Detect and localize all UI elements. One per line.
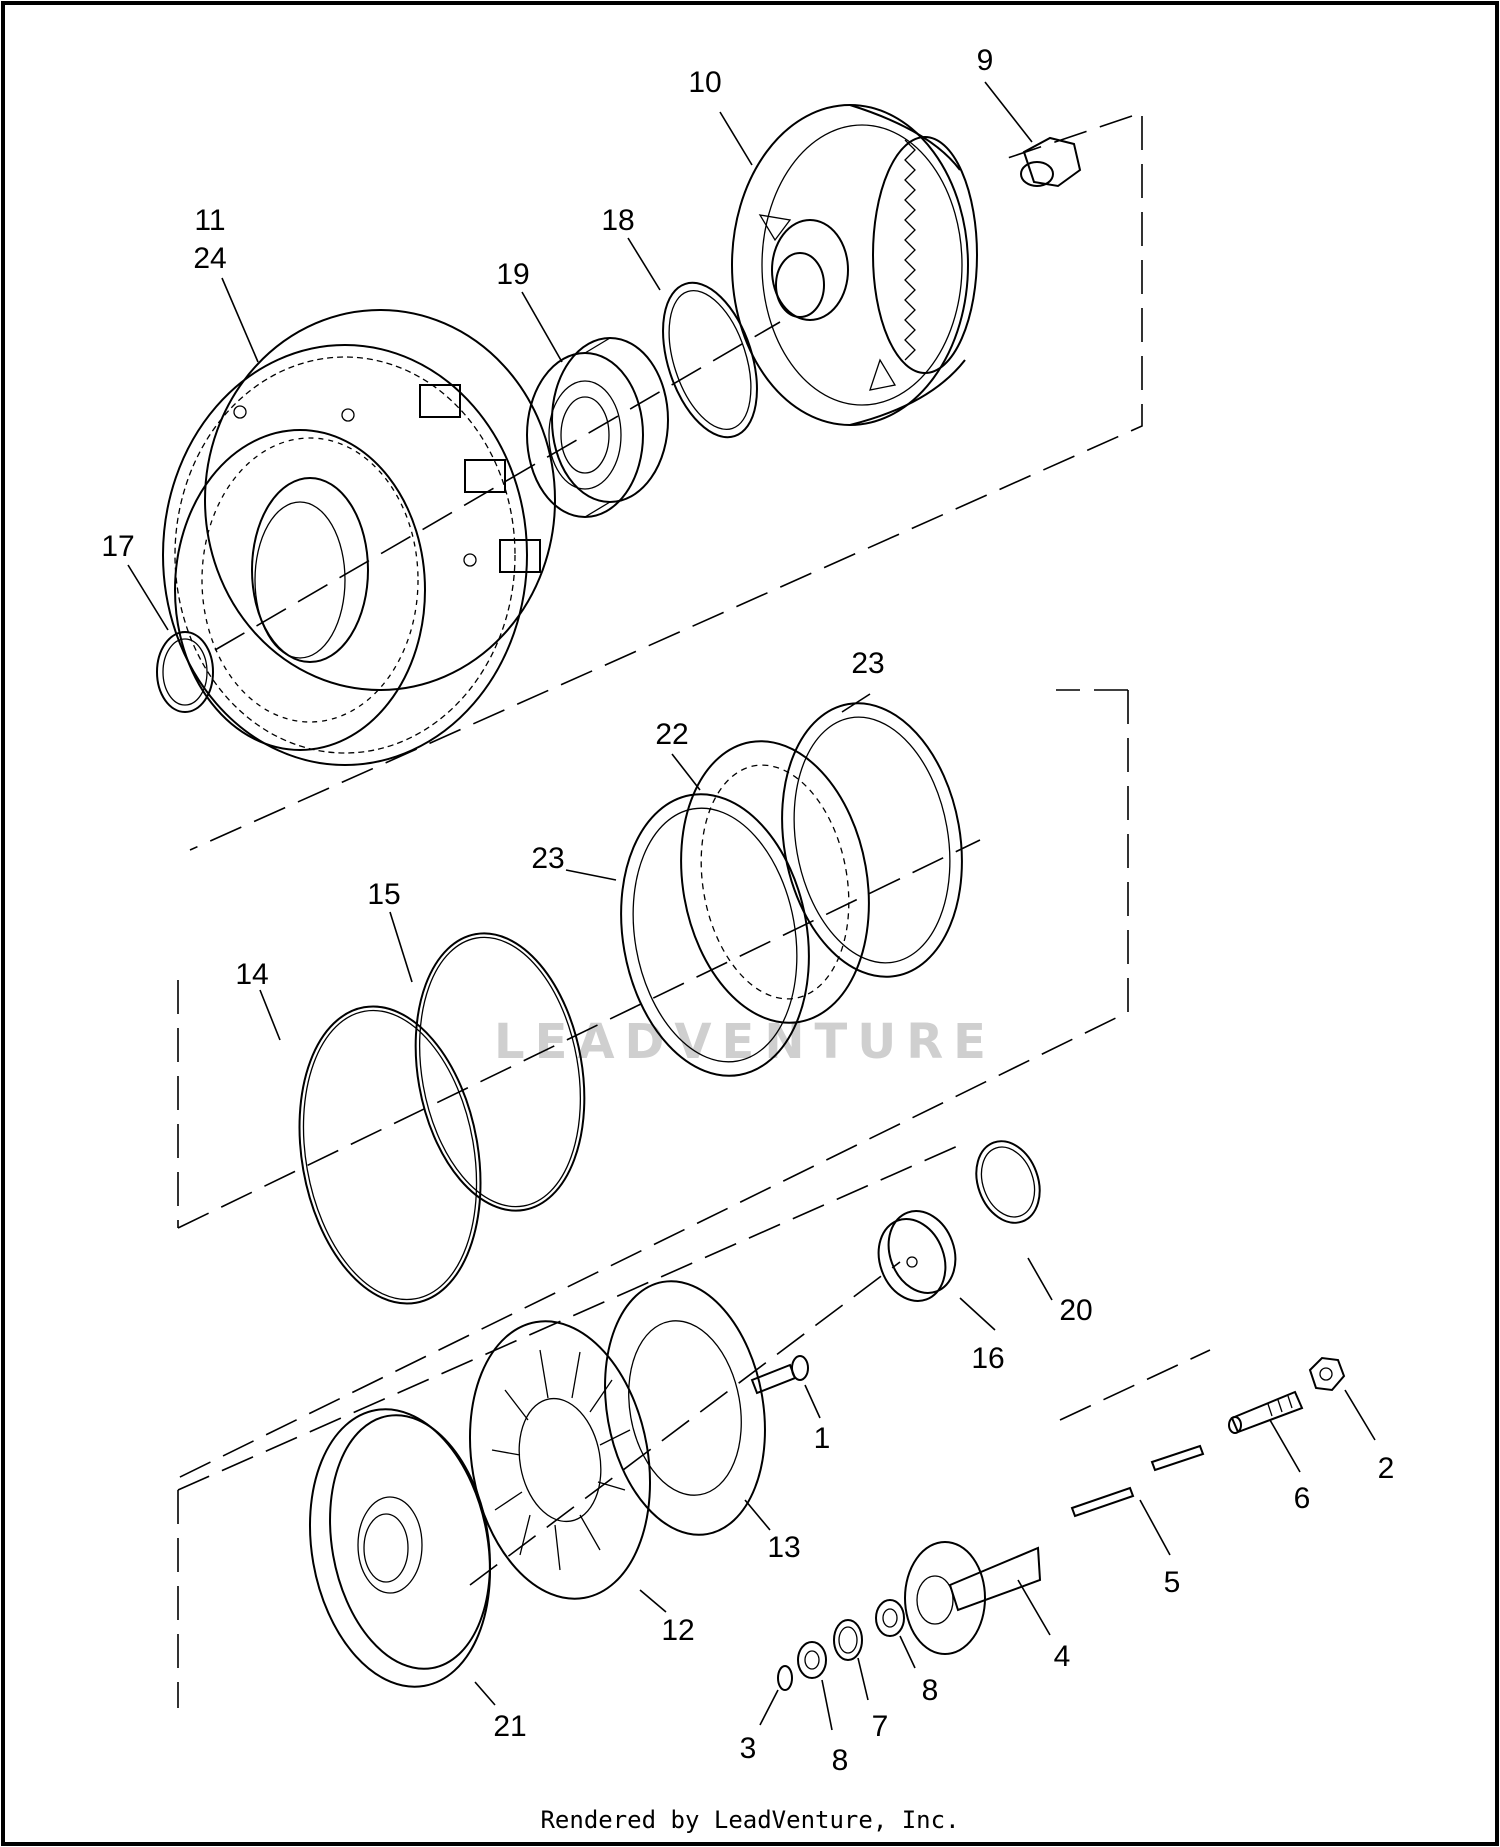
callout-12: 12 bbox=[661, 1614, 694, 1647]
part-8-washer-upper bbox=[875, 1599, 905, 1637]
part-2-nut bbox=[1308, 1356, 1346, 1392]
callout-17: 17 bbox=[101, 530, 134, 563]
callout-labels: 9 10 11 24 18 19 17 23 22 23 15 14 20 16… bbox=[101, 44, 1394, 1777]
part-4-release-plate bbox=[904, 1541, 1042, 1655]
callout-8-upper: 8 bbox=[922, 1674, 939, 1707]
callout-19: 19 bbox=[496, 258, 529, 291]
callout-1: 1 bbox=[814, 1422, 831, 1455]
part-15-o-ring bbox=[414, 932, 586, 1212]
part-8-washer-lower bbox=[797, 1641, 827, 1679]
callout-9: 9 bbox=[977, 44, 994, 77]
callout-2: 2 bbox=[1378, 1452, 1395, 1485]
callout-23-upper: 23 bbox=[851, 647, 884, 680]
part-23-friction-plate-upper bbox=[781, 702, 963, 978]
callout-3: 3 bbox=[740, 1732, 757, 1765]
callout-15: 15 bbox=[367, 878, 400, 911]
callout-24: 24 bbox=[193, 242, 226, 275]
part-13-spring-seat bbox=[604, 1280, 766, 1536]
callout-14: 14 bbox=[235, 958, 268, 991]
part-1-bolt bbox=[750, 1355, 809, 1395]
part-21-pressure-plate bbox=[308, 1408, 492, 1688]
part-5-push-rod bbox=[1070, 1444, 1205, 1518]
part-14-o-ring bbox=[298, 1005, 482, 1305]
watermark-text: LEADVENTURE bbox=[494, 1014, 996, 1070]
part-19-bearing bbox=[526, 337, 669, 518]
part-22-steel-plate bbox=[680, 740, 870, 1024]
callout-20: 20 bbox=[1059, 1294, 1092, 1327]
part-18-retaining-ring bbox=[662, 281, 758, 439]
lower-assembly-frame bbox=[177, 1144, 1211, 1708]
callout-8-lower: 8 bbox=[832, 1744, 849, 1777]
part-17-snap-ring bbox=[156, 631, 214, 713]
part-16-adjusting-plate bbox=[877, 1210, 957, 1302]
callout-23-lower: 23 bbox=[531, 842, 564, 875]
part-11-24-clutch-shell bbox=[162, 309, 556, 766]
callout-6: 6 bbox=[1294, 1482, 1311, 1515]
part-12-diaphragm-spring bbox=[468, 1320, 652, 1600]
callout-7: 7 bbox=[872, 1710, 889, 1743]
part-3-retaining-ring bbox=[777, 1665, 793, 1691]
callout-4: 4 bbox=[1054, 1640, 1071, 1673]
footer-credit: Rendered by LeadVenture, Inc. bbox=[540, 1806, 960, 1834]
part-9-nut bbox=[1020, 136, 1082, 188]
part-10-clutch-hub bbox=[731, 104, 978, 426]
middle-assembly-frame bbox=[177, 689, 1129, 1479]
callout-16: 16 bbox=[971, 1342, 1004, 1375]
part-7-needle-bearing bbox=[833, 1619, 863, 1661]
callout-10: 10 bbox=[688, 66, 721, 99]
part-20-retaining-ring bbox=[975, 1140, 1041, 1224]
callout-22: 22 bbox=[655, 718, 688, 751]
leader-lines bbox=[127, 81, 1376, 1731]
part-23-friction-plate-lower bbox=[620, 793, 810, 1077]
callout-18: 18 bbox=[601, 204, 634, 237]
part-6-adjusting-screw bbox=[1228, 1390, 1304, 1434]
callout-21: 21 bbox=[493, 1710, 526, 1743]
callout-11: 11 bbox=[194, 204, 225, 237]
callout-13: 13 bbox=[767, 1531, 800, 1564]
callout-5: 5 bbox=[1164, 1566, 1181, 1599]
